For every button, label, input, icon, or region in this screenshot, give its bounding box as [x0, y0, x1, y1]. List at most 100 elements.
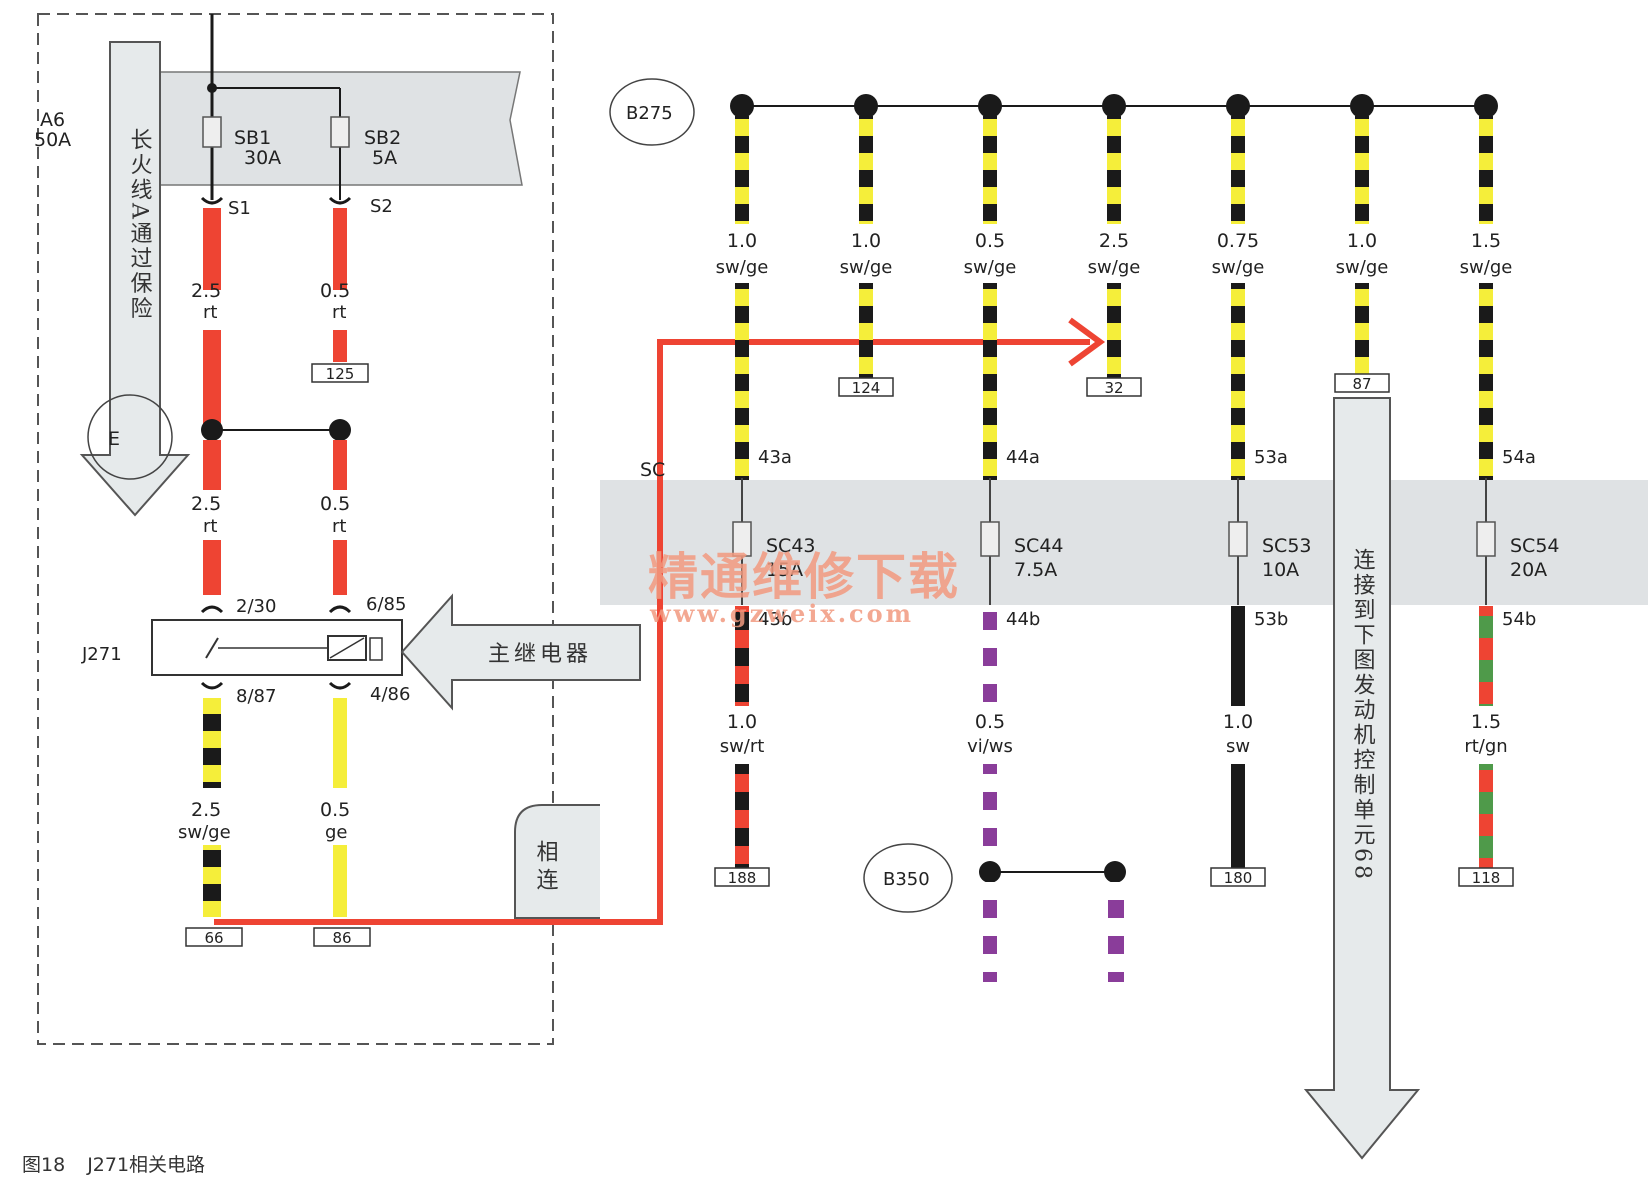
b275-wire-bottom-3	[1107, 283, 1121, 378]
feed-node	[207, 83, 217, 93]
sc-wire-lower-3	[1479, 764, 1493, 868]
b275-label: B275	[626, 103, 673, 124]
partial-e-label: E	[108, 428, 120, 450]
b275-wire-color-2: sw/ge	[964, 257, 1017, 278]
b275-wire-size-2: 0.5	[975, 230, 1005, 252]
sc-fuse-in-3: 54a	[1502, 447, 1536, 468]
sc-fuse-id-3: SC54	[1510, 535, 1560, 557]
w5-size: 2.5	[191, 799, 221, 821]
b275-wire-bottom-5	[1355, 283, 1369, 374]
sc-fuse-in-2: 53a	[1254, 447, 1288, 468]
sc-terminal-label-2: 180	[1224, 869, 1253, 887]
wire-sb2-mid	[333, 330, 347, 362]
sc-fuse-id-1: SC44	[1014, 535, 1064, 557]
fuse-sb1	[202, 116, 222, 148]
b275-wires: 1.0sw/ge1.0sw/ge1240.5sw/ge2.5sw/ge320.7…	[716, 94, 1513, 480]
b275-terminal-5	[1334, 373, 1390, 393]
sc-fuse-body-2	[1228, 521, 1248, 557]
pin-4-86: 4/86	[370, 684, 410, 705]
b275-wire-color-6: sw/ge	[1460, 257, 1513, 278]
b275-wire-bottom-0	[735, 283, 749, 480]
sc-wire-color-0: sw/rt	[720, 736, 765, 757]
b350-callout	[863, 843, 953, 913]
sc-wire-size-1: 0.5	[975, 711, 1005, 733]
wire-relay-85	[333, 440, 347, 490]
relay-id: J271	[81, 644, 122, 665]
w4-size: 0.5	[320, 493, 350, 515]
b350-wire-left	[983, 882, 997, 982]
sb2-amp: 5A	[372, 147, 397, 169]
pin-8-87: 8/87	[236, 686, 276, 707]
b350-node-left	[979, 861, 1001, 883]
b350-wire-right	[1108, 882, 1124, 982]
sc-wire-upper-0	[735, 606, 749, 706]
sc-fuse-amp-1: 7.5A	[1014, 559, 1057, 581]
highlight-route	[214, 339, 1090, 925]
relay-arrow	[400, 593, 641, 711]
b275-terminal-label-1: 124	[852, 379, 881, 397]
terminal-86	[313, 927, 371, 947]
sb1-amp: 30A	[244, 147, 281, 169]
relay-coil-side	[369, 637, 383, 661]
pin-s1: S1	[228, 198, 251, 219]
w1-color: rt	[203, 302, 217, 323]
w3-color: rt	[203, 516, 217, 537]
partial-e-circle	[87, 394, 173, 480]
connected-tab	[514, 804, 600, 919]
b275-wire-color-5: sw/ge	[1336, 257, 1389, 278]
wire-sb1-out	[203, 208, 221, 290]
a6-label: A6	[40, 109, 65, 131]
relay-box-outline	[37, 13, 554, 1045]
b275-wire-color-0: sw/ge	[716, 257, 769, 278]
sc-fuse-in-0: 43a	[758, 447, 792, 468]
sc-fuse-body-3	[1476, 521, 1496, 557]
b275-wire-color-4: sw/ge	[1212, 257, 1265, 278]
down-arrow-text: 连接到下图发动机控制单元68	[1350, 548, 1376, 882]
sc-wire-upper-1	[983, 606, 997, 706]
b275-terminal-1	[838, 377, 894, 397]
down-arrow	[1303, 397, 1421, 1160]
b275-wire-size-4: 0.75	[1217, 230, 1259, 252]
sc-wire-color-1: vi/ws	[967, 736, 1013, 757]
b275-terminal-3	[1086, 377, 1142, 397]
w6-size: 0.5	[320, 799, 350, 821]
sc-fuse-id-0: SC43	[766, 535, 816, 557]
pin-6-85: 6/85	[366, 594, 406, 615]
b275-wire-size-0: 1.0	[727, 230, 757, 252]
sc-wire-upper-3	[1479, 606, 1493, 706]
sc-wire-size-2: 1.0	[1223, 711, 1253, 733]
w1-size: 2.5	[191, 280, 221, 302]
b350-node-right	[1104, 861, 1126, 883]
sc-fuse-body-1	[980, 521, 1000, 557]
pin-s2-clip	[328, 196, 352, 205]
w6-color: ge	[325, 822, 348, 843]
sc-fuse-out-2: 53b	[1254, 609, 1288, 630]
b275-node-4	[1226, 94, 1250, 118]
sc-wire-lower-2	[1231, 764, 1245, 868]
terminal-125-label: 125	[326, 365, 355, 383]
wire-relay-30-b	[203, 540, 221, 595]
terminal-125	[311, 363, 369, 383]
b275-wire-bottom-2	[983, 283, 997, 480]
feed-arrow-text: 长火线A通过保险	[127, 128, 153, 322]
pin-86-clip	[328, 681, 352, 690]
wire-sb2-out	[333, 208, 347, 290]
b275-wire-top-1	[859, 116, 873, 224]
sc-terminal-3	[1458, 867, 1514, 887]
wire-relay-30	[203, 440, 221, 490]
b275-callout	[609, 78, 695, 146]
sc-label: SC	[640, 459, 665, 481]
connected-text: 相连	[533, 840, 559, 896]
b275-wire-top-5	[1355, 116, 1369, 224]
wire-86-out-b	[333, 845, 347, 917]
pin-2-30: 2/30	[236, 596, 276, 617]
wire-86-out	[333, 698, 347, 788]
sc-terminal-0	[714, 867, 770, 887]
fuse-band-sc	[600, 480, 1648, 605]
b275-node-2	[978, 94, 1002, 118]
b275-wire-top-3	[1107, 116, 1121, 224]
sc-fuse-out-0: 43b	[758, 609, 792, 630]
feed-arrow	[79, 41, 191, 517]
w2-size: 0.5	[320, 280, 350, 302]
